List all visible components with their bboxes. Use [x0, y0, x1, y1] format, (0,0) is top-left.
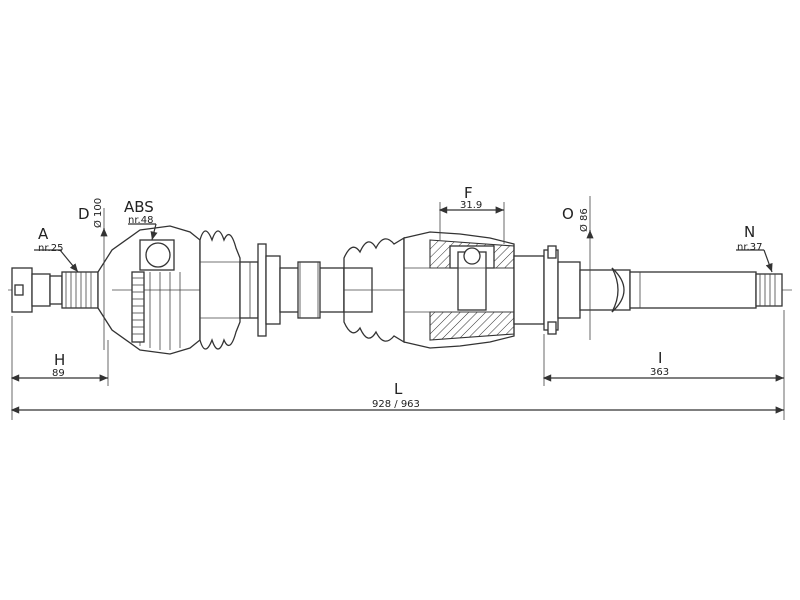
dim-i: I 363	[542, 310, 785, 420]
outer-boot	[199, 230, 241, 350]
dim-h: H 89	[10, 316, 109, 420]
inner-tripod-housing	[403, 231, 515, 349]
label-i-val: 363	[650, 367, 669, 378]
gearbox-flange	[513, 245, 581, 335]
label-i: I	[658, 349, 662, 367]
dim-d: D Ø 100	[78, 198, 108, 350]
inner-boot	[343, 236, 405, 344]
dim-o: O Ø 86	[562, 196, 594, 340]
outer-cv-joint	[97, 225, 201, 355]
abs-ring	[131, 271, 145, 343]
label-abs: ABS	[124, 198, 154, 216]
dim-l: L 928 / 963	[10, 380, 784, 414]
boot-clamp	[239, 243, 281, 337]
label-d-val: Ø 100	[92, 198, 104, 228]
label-a: A	[38, 225, 49, 243]
dim-n: N nr.37	[736, 223, 773, 273]
label-l: L	[394, 380, 403, 398]
label-d: D	[78, 205, 90, 223]
dim-f: F 31.9	[438, 184, 505, 244]
dim-abs: ABS nr.48	[124, 198, 158, 241]
left-hub-end	[11, 267, 63, 313]
label-l-val: 928 / 963	[372, 399, 420, 410]
label-a-nr: nr.25	[38, 243, 63, 254]
label-h: H	[54, 351, 65, 369]
right-spline	[755, 273, 783, 307]
label-o-val: Ø 86	[578, 208, 590, 232]
label-abs-nr: nr.48	[128, 215, 153, 226]
label-f-val: 31.9	[460, 200, 482, 211]
main-shaft	[279, 261, 345, 319]
label-h-val: 89	[52, 368, 65, 379]
dim-a: A nr.25	[34, 225, 79, 273]
label-n: N	[744, 223, 755, 241]
right-shaft	[579, 267, 757, 313]
label-n-nr: nr.37	[737, 242, 762, 253]
left-spline	[61, 271, 99, 309]
label-o: O	[562, 205, 574, 223]
label-f: F	[464, 184, 473, 202]
